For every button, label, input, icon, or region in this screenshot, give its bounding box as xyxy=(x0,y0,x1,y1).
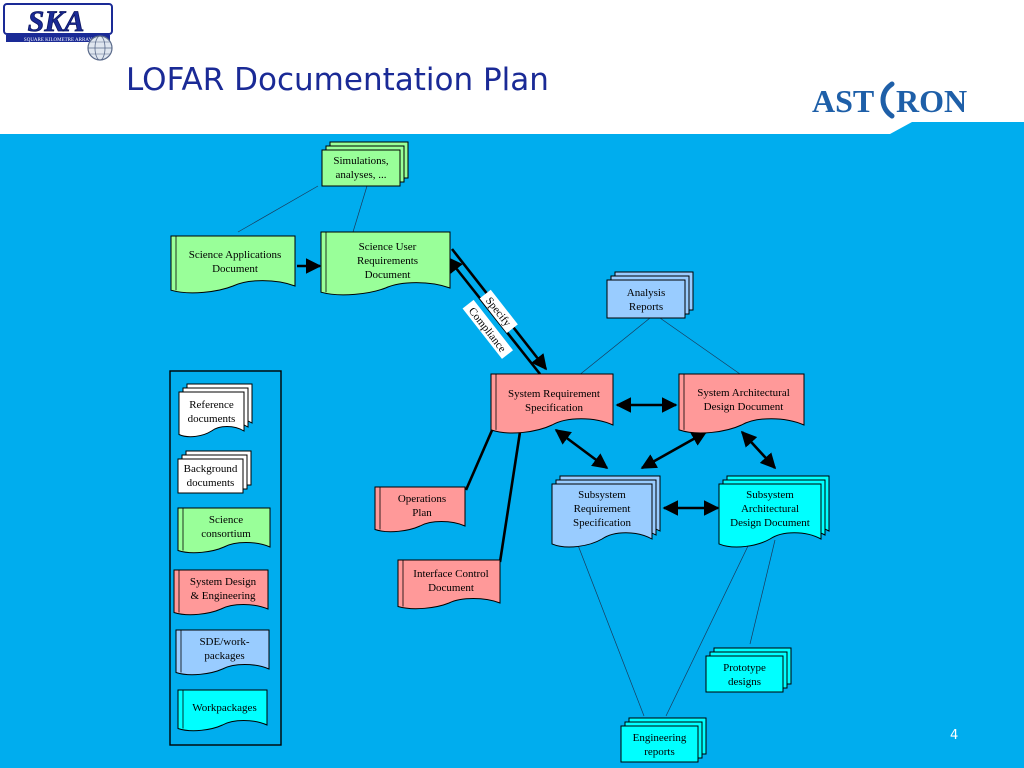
document-label: reports xyxy=(644,746,675,758)
legend-item-workpackages: Workpackages xyxy=(177,689,268,732)
page-number: 4 xyxy=(950,728,959,743)
document-shape xyxy=(606,279,686,319)
document-label: analyses, ... xyxy=(335,169,386,181)
document-shape xyxy=(490,373,614,434)
document-label: Operations xyxy=(398,493,446,505)
document-label: Reference xyxy=(189,399,234,411)
diagram-background xyxy=(0,122,1024,768)
document-shape xyxy=(177,458,244,494)
document-label: Science xyxy=(209,514,243,526)
document-label: packages xyxy=(204,650,244,662)
connector-lines xyxy=(237,185,776,717)
document-shape xyxy=(177,507,271,554)
document-label: Design Document xyxy=(704,401,784,413)
document-label: Prototype xyxy=(723,662,766,674)
document-label: Engineering xyxy=(633,732,687,744)
document-shape xyxy=(620,725,699,763)
prototype-designs-node: Prototype designs xyxy=(705,647,792,693)
astron-arc-icon xyxy=(880,81,895,119)
legend-item-system-design-engineering: System Design & Engineering xyxy=(173,569,269,616)
arrow-sadd-subreq xyxy=(640,430,708,470)
document-label: Document xyxy=(428,582,474,594)
document-label: Document xyxy=(365,269,411,281)
ska-tagline: SQUARE KILOMETRE ARRAY xyxy=(24,38,93,43)
ska-wordmark: SKA xyxy=(28,5,85,38)
document-label: documents xyxy=(188,413,236,425)
document-label: Science User xyxy=(359,241,417,253)
document-label: Interface Control xyxy=(413,568,488,580)
document-label: Design Document xyxy=(730,517,810,529)
document-label: Simulations, xyxy=(333,155,389,167)
thick-lines xyxy=(464,427,522,563)
astron-logo: AST RON xyxy=(812,81,967,119)
document-shape xyxy=(397,559,501,610)
slide-title: LOFAR Documentation Plan xyxy=(126,62,549,98)
document-label: Specification xyxy=(573,517,632,529)
astron-text-left: AST xyxy=(812,83,874,119)
document-label: Plan xyxy=(412,507,432,519)
legend-item-reference-documents: Reference documents xyxy=(178,383,253,438)
document-shape xyxy=(320,231,451,296)
document-label: Requirement xyxy=(574,503,631,515)
document-label: & Engineering xyxy=(190,590,256,602)
document-shape xyxy=(678,373,805,434)
legend: Reference documents Background documents S… xyxy=(169,370,282,746)
document-label: Science Applications xyxy=(189,249,282,261)
legend-frame xyxy=(169,370,282,746)
document-label: SDE/work- xyxy=(199,636,249,648)
document-shape xyxy=(175,629,270,676)
document-label: Subsystem xyxy=(746,489,794,501)
slide-header: SKA SQUARE KILOMETRE ARRAY LOFAR Documen… xyxy=(0,0,1024,134)
ska-logo: SKA SQUARE KILOMETRE ARRAY xyxy=(3,3,113,61)
legend-item-science-consortium: Science consortium xyxy=(177,507,271,554)
document-shape xyxy=(173,569,269,616)
legend-item-background-documents: Background documents xyxy=(177,450,252,494)
document-shape xyxy=(718,483,822,548)
document-label: Workpackages xyxy=(192,702,256,714)
arrow-srs-subreq xyxy=(554,428,609,470)
document-label: Subsystem xyxy=(578,489,626,501)
document-shape xyxy=(551,483,653,548)
document-shape xyxy=(374,486,466,533)
document-label: System Requirement xyxy=(508,388,600,400)
document-label: Specification xyxy=(525,402,584,414)
document-label: System Design xyxy=(190,576,257,588)
document-label: Reports xyxy=(629,301,663,313)
arrow-sadd-subarch xyxy=(740,430,777,470)
document-shape xyxy=(170,235,296,294)
document-label: Background xyxy=(184,463,238,475)
document-label: Requirements xyxy=(357,255,418,267)
globe-icon xyxy=(87,35,113,61)
legend-item-sde-work-packages: SDE/work-packages xyxy=(175,629,270,676)
document-label: documents xyxy=(187,477,235,489)
document-shape xyxy=(321,149,401,187)
engineering-reports-node: Engineering reports xyxy=(620,717,707,763)
arrows xyxy=(297,248,777,516)
document-label: designs xyxy=(728,676,761,688)
document-shape xyxy=(177,689,268,732)
astron-text-right: RON xyxy=(896,83,967,119)
document-shape xyxy=(705,655,784,693)
simulations-node: Simulations, analyses, ... xyxy=(321,141,409,187)
document-label: Architectural xyxy=(741,503,799,515)
document-label: System Architectural xyxy=(697,387,790,399)
document-shape xyxy=(178,391,245,438)
document-label: Analysis xyxy=(627,287,666,299)
document-label: Document xyxy=(212,263,258,275)
document-label: consortium xyxy=(201,528,251,540)
